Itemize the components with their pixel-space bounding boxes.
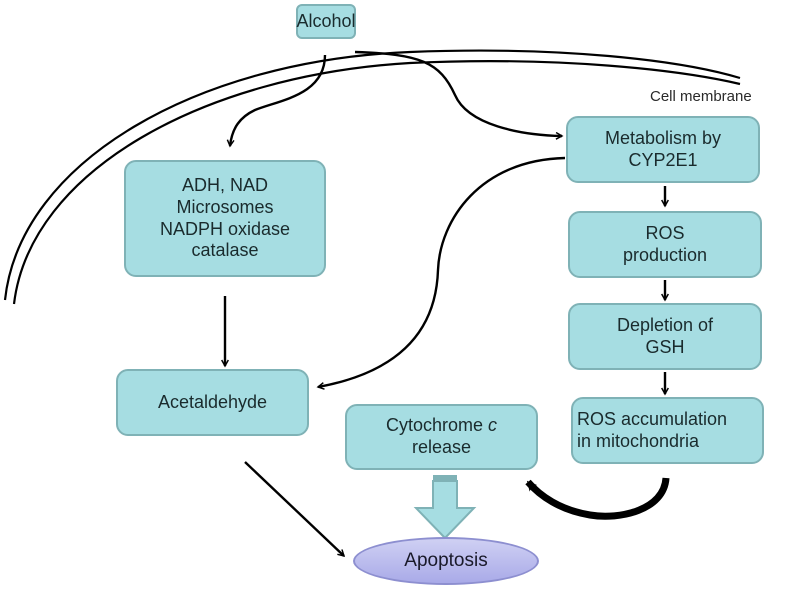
node-ros-accumulation-line: in mitochondria: [577, 430, 700, 451]
cell-membrane-outer: [3, 49, 741, 301]
node-cytochrome-italic: c: [488, 415, 498, 436]
node-gsh-depletion-line: GSH: [645, 336, 685, 357]
node-cytochrome-release: Cytochrome c release: [345, 404, 538, 470]
node-cytochrome-line: Cytochrome c: [386, 415, 497, 437]
node-ros-accumulation: ROS accumulation in mitochondria: [571, 397, 764, 464]
cell-membrane-inner: [12, 60, 741, 305]
arrow-cyp2e1-to-acetaldehyde: [318, 156, 566, 387]
node-gsh-depletion-line: Depletion of: [616, 314, 714, 335]
node-apoptosis: Apoptosis: [353, 537, 539, 585]
node-cyp2e1: Metabolism by CYP2E1: [566, 116, 760, 183]
node-alcohol-text: Alcohol: [296, 10, 356, 31]
node-alcohol: Alcohol: [296, 4, 356, 39]
node-ros-accumulation-line: ROS accumulation: [577, 408, 728, 429]
cell-membrane-label: Cell membrane: [650, 88, 752, 105]
node-gsh-depletion: Depletion of GSH: [568, 303, 762, 370]
node-enzymes-line: ADH, NAD: [181, 175, 268, 196]
node-cyp2e1-line: Metabolism by: [604, 127, 722, 148]
node-cyp2e1-line: CYP2E1: [628, 149, 698, 170]
node-acetaldehyde: Acetaldehyde: [116, 369, 309, 436]
node-apoptosis-text: Apoptosis: [404, 550, 488, 571]
block-arrow-cytochrome-to-apoptosis: [413, 475, 477, 540]
node-cytochrome-word: Cytochrome: [385, 415, 483, 436]
arrow-alcohol-to-cyp2e1: [354, 50, 562, 136]
node-ros-production-line: ROS: [645, 222, 685, 243]
node-cytochrome-line: release: [411, 437, 472, 457]
node-enzymes-line: Microsomes: [176, 196, 274, 217]
arrow-acetaldehyde-to-apoptosis: [244, 461, 344, 556]
arrow-ros-accumulation-to-cytochrome: [525, 477, 670, 520]
node-enzymes: ADH, NAD Microsomes NADPH oxidase catala…: [124, 160, 326, 277]
node-ros-production-line: production: [622, 244, 708, 265]
node-ros-production: ROS production: [568, 211, 762, 278]
node-enzymes-line: catalase: [191, 240, 259, 261]
node-enzymes-line: NADPH oxidase: [159, 218, 291, 239]
arrow-alcohol-to-enzymes: [230, 54, 327, 146]
node-acetaldehyde-text: Acetaldehyde: [157, 391, 268, 412]
